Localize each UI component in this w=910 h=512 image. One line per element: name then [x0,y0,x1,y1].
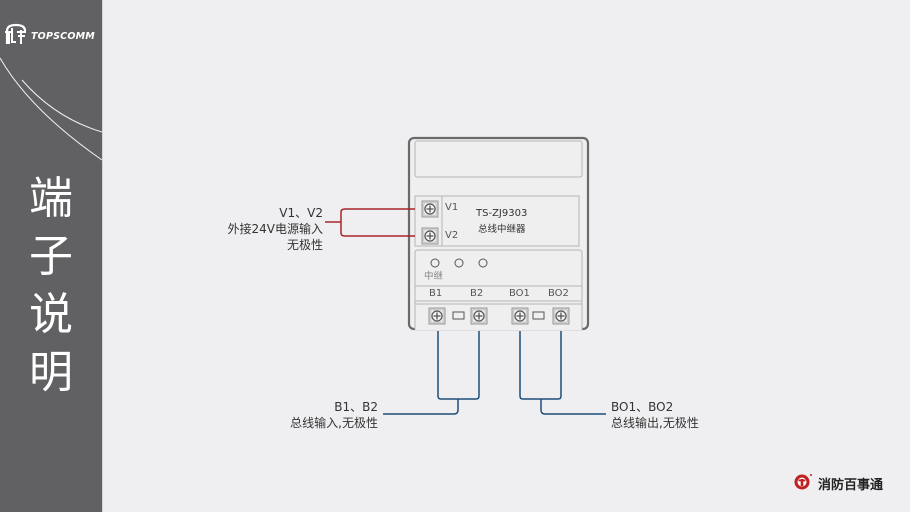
device-lower-section [414,249,583,330]
screw-terminal-v1 [421,200,439,218]
screw-terminal-bo2 [552,307,570,325]
decorative-arcs [0,57,102,161]
topscomm-logo-icon [5,23,27,44]
divider [102,0,103,512]
device-name: 总线中继器 [478,224,526,235]
title-char: 明 [29,347,73,398]
title-char: 说 [29,289,73,340]
device-top-window [414,140,583,178]
terminal-label-bo1: BO1 [509,288,530,299]
screw-terminal-b1 [428,307,446,325]
bus-input-callout: B1、B2 总线输入,无极性 [290,399,378,431]
indicator-led [454,258,464,268]
fire-brand-icon [794,474,812,490]
jumper-slot [452,311,465,320]
bus-input-wires [383,331,480,415]
terminal-label-v1: V1 [445,202,459,213]
brand-name: TOPSCOMM [31,30,95,42]
jumper-slot [532,311,545,320]
page-title: 端 子 说 明 [0,170,102,402]
sidebar: TOPSCOMM 端 子 说 明 [0,0,102,512]
topscomm-logo: TOPSCOMM [3,22,95,46]
footer-brand-text: 消防百事通 [818,478,884,493]
title-char: 子 [29,231,73,282]
terminal-label-bo2: BO2 [548,288,569,299]
device-model: TS-ZJ9303 [476,208,528,219]
terminal-label-b1: B1 [429,288,443,299]
bus-output-wires [519,331,606,415]
terminal-label-v2: V2 [445,230,459,241]
callout-line: 外接24V电源输入 [227,222,323,236]
callout-line: 总线输入,无极性 [290,416,378,430]
title-char: 端 [29,173,73,224]
footer-brand: 消防百事通 [814,474,883,493]
callout-line: B1、B2 [334,400,378,414]
screw-terminal-v2 [421,227,439,245]
terminal-label-b2: B2 [470,288,484,299]
indicator-led [478,258,488,268]
power-callout: V1、V2 外接24V电源输入 无极性 [228,205,323,253]
indicator-label: 中继 [424,271,444,282]
power-wires [325,208,415,237]
screw-terminal-bo1 [511,307,529,325]
bus-output-callout: BO1、BO2 总线输出,无极性 [611,399,699,431]
screw-terminal-b2 [470,307,488,325]
indicator-led [430,258,440,268]
callout-line: 总线输出,无极性 [611,416,699,430]
callout-line: BO1、BO2 [611,400,674,414]
callout-line: V1、V2 [279,206,323,220]
callout-line: 无极性 [286,238,323,252]
